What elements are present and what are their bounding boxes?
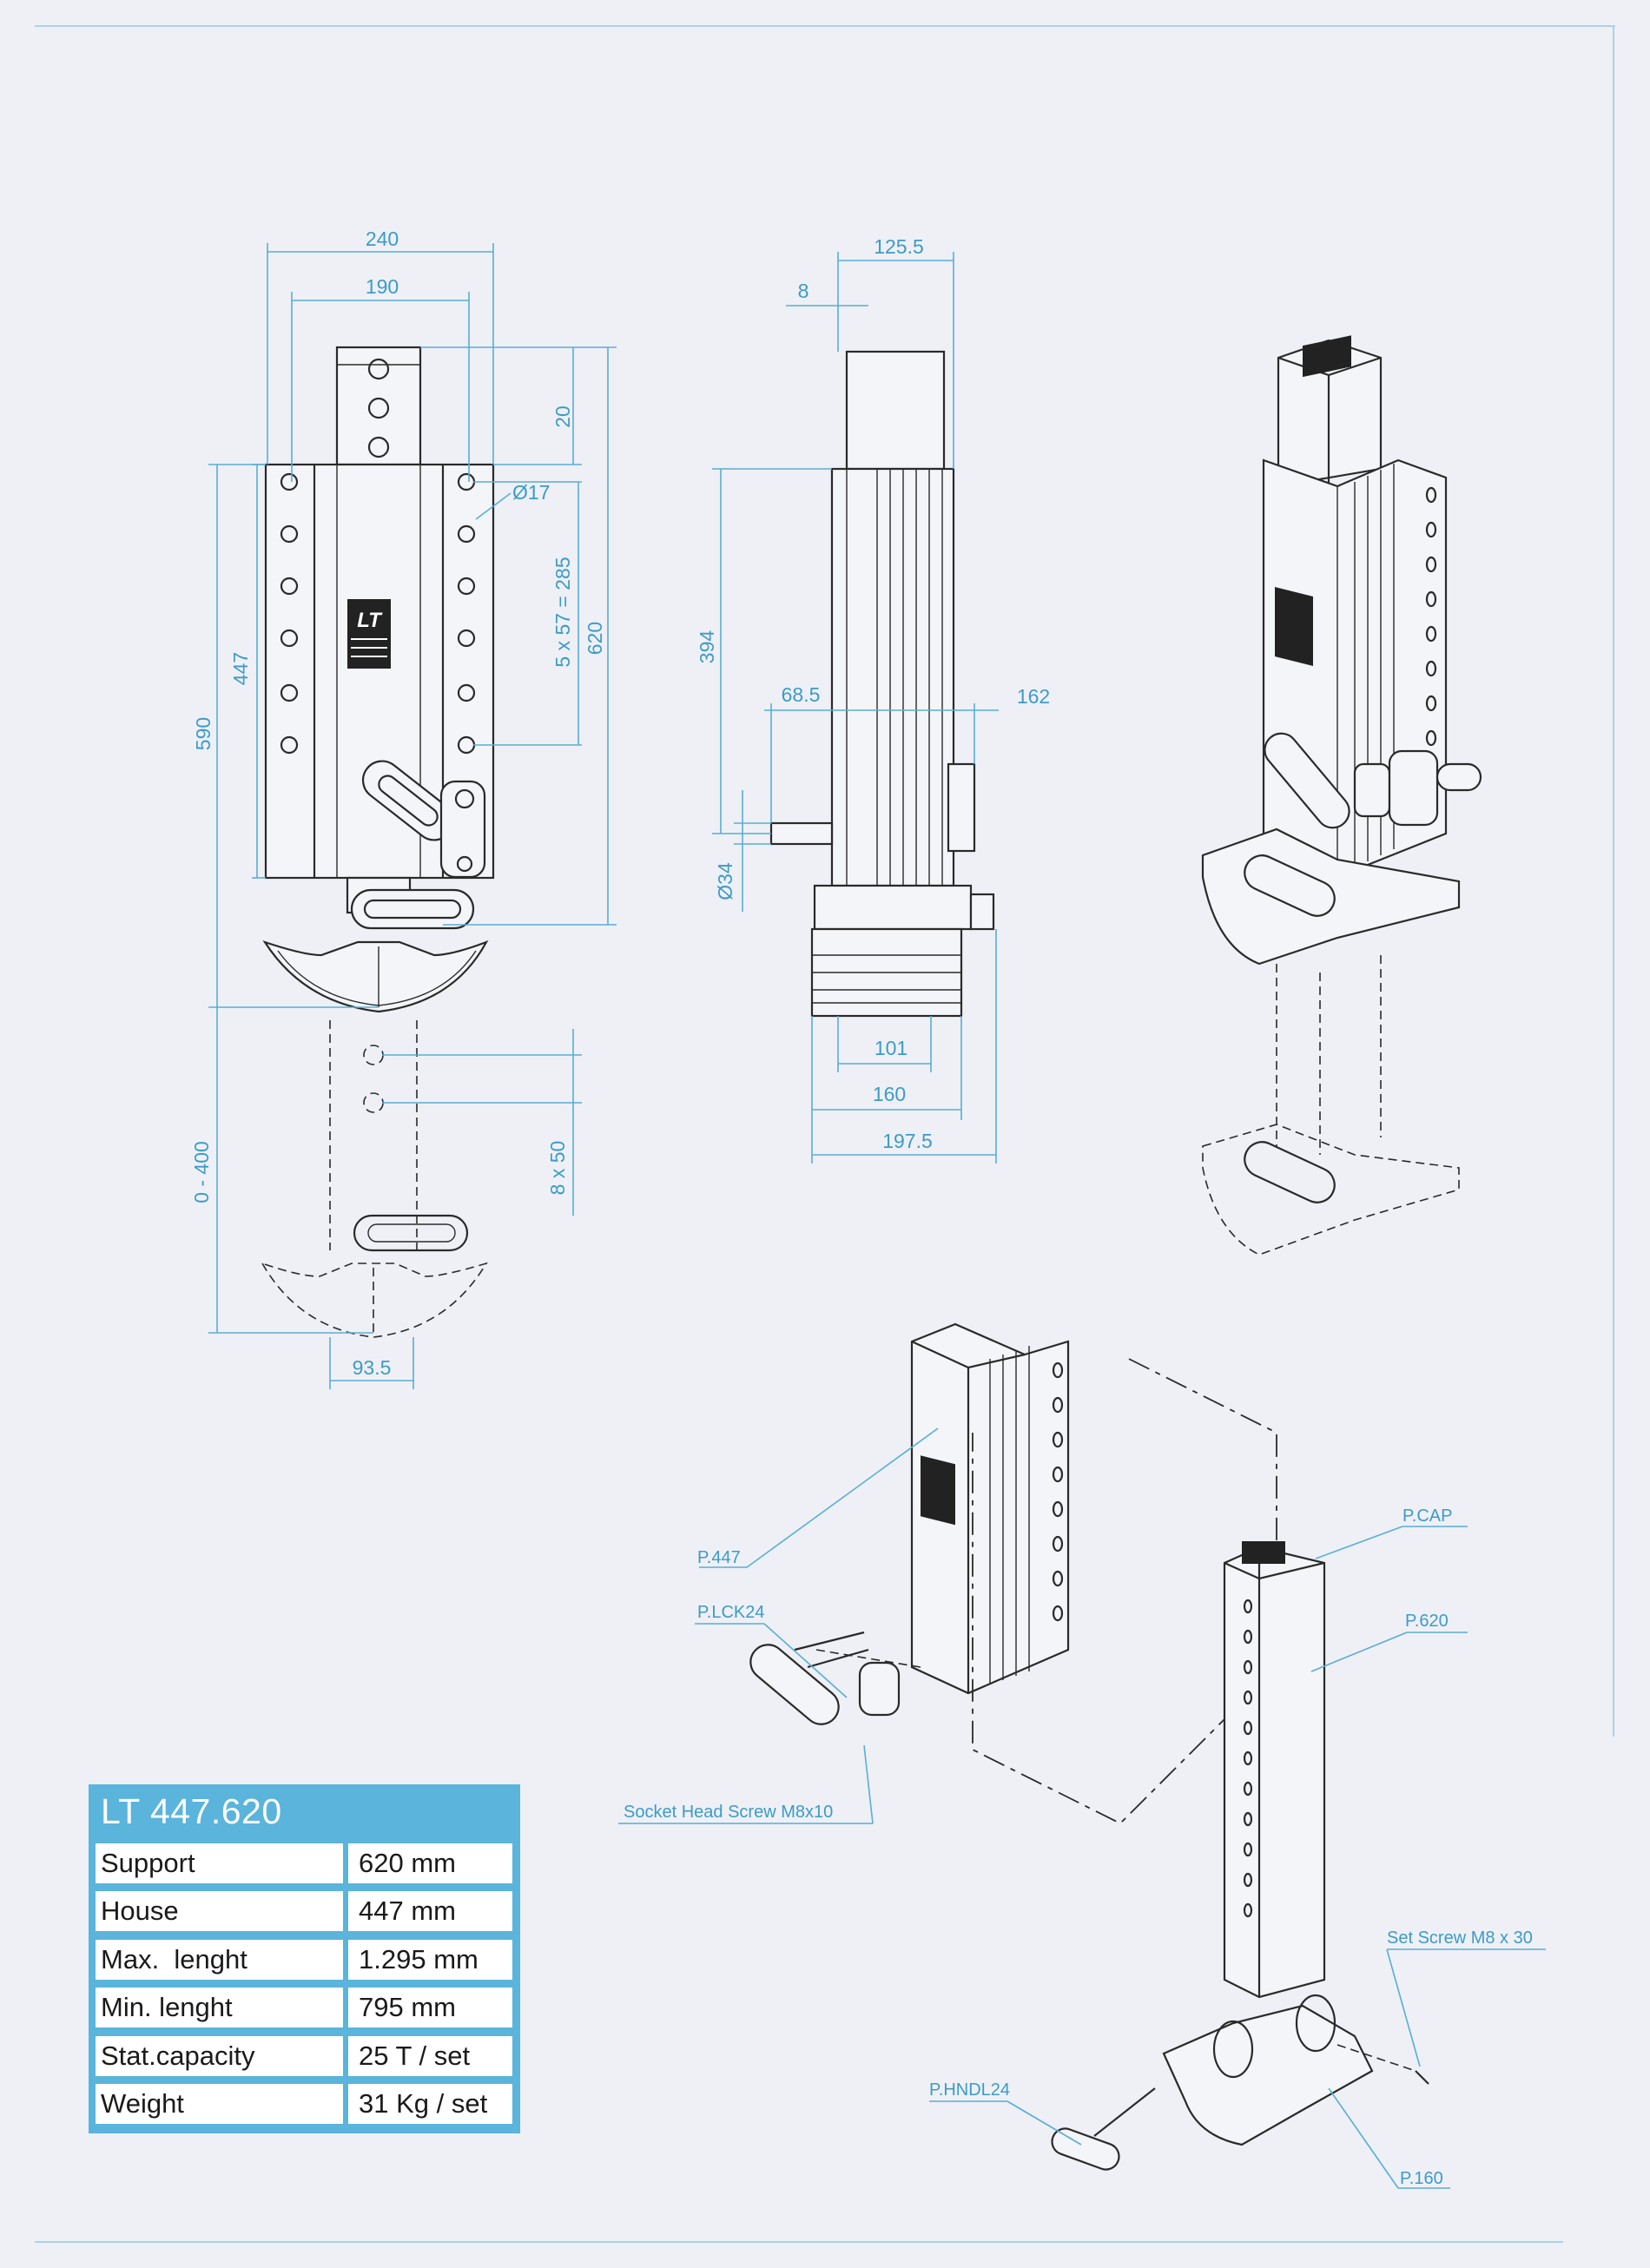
spec-row-max-length: Max. lenght 1.295 mm bbox=[96, 1940, 517, 1980]
spec-row-support: Support 620 mm bbox=[96, 1843, 517, 1883]
spec-value: 1.295 mm bbox=[348, 1940, 512, 1980]
spec-value: 795 mm bbox=[348, 1988, 512, 2027]
exploded-housing-holes bbox=[1052, 1361, 1064, 1622]
exploded-post-holes bbox=[1243, 1599, 1253, 1918]
dim-20: 20 bbox=[551, 405, 574, 428]
spec-label: Min. lenght bbox=[96, 1988, 343, 2027]
spec-row-weight: Weight 31 Kg / set bbox=[96, 2084, 517, 2124]
dim-447: 447 bbox=[229, 652, 252, 685]
dim-240: 240 bbox=[366, 227, 399, 250]
spec-row-stat-capacity: Stat.capacity 25 T / set bbox=[96, 2036, 517, 2076]
dim-190: 190 bbox=[366, 275, 399, 298]
spec-label: Max. lenght bbox=[96, 1940, 343, 1980]
isometric-view bbox=[1201, 335, 1482, 1256]
spec-value: 620 mm bbox=[348, 1843, 512, 1883]
spec-label: Support bbox=[96, 1843, 343, 1883]
front-dimensions: 240 190 20 Ø17 5 x 57 = 285 620 447 590 … bbox=[190, 227, 617, 1389]
dim-394: 394 bbox=[696, 630, 718, 664]
dim-hole-pattern: 5 x 57 = 285 bbox=[551, 557, 574, 667]
label-pcap: P.CAP bbox=[1402, 1507, 1452, 1526]
spec-value: 25 T / set bbox=[348, 2036, 512, 2076]
label-p620: P.620 bbox=[1405, 1612, 1449, 1631]
label-set-screw: Set Screw M8 x 30 bbox=[1387, 1928, 1533, 1948]
dim-8: 8 bbox=[798, 280, 809, 302]
dim-101: 101 bbox=[874, 1037, 908, 1059]
spec-value: 447 mm bbox=[348, 1891, 512, 1931]
lt-logo-front: LT bbox=[357, 609, 383, 632]
exploded-view bbox=[749, 1322, 1429, 2171]
dim-125-5: 125.5 bbox=[874, 235, 924, 258]
spec-table: LT 447.620 Support 620 mm House 447 mm M… bbox=[89, 1784, 520, 2133]
dim-68-5: 68.5 bbox=[782, 683, 821, 706]
housing-holes bbox=[280, 472, 476, 755]
dim-93-5: 93.5 bbox=[353, 1356, 392, 1379]
dim-8x50: 8 x 50 bbox=[546, 1141, 569, 1196]
dim-620: 620 bbox=[584, 622, 606, 655]
spec-label: House bbox=[96, 1891, 343, 1931]
iso-holes bbox=[1425, 486, 1437, 747]
spec-row-min-length: Min. lenght 795 mm bbox=[96, 1988, 517, 2027]
spec-table-title: LT 447.620 bbox=[101, 1791, 282, 1831]
spec-label: Weight bbox=[96, 2084, 343, 2124]
dim-dia-34: Ø34 bbox=[714, 862, 736, 900]
dim-162: 162 bbox=[1017, 685, 1050, 708]
label-p160: P.160 bbox=[1400, 2169, 1443, 2188]
label-socket-screw: Socket Head Screw M8x10 bbox=[624, 1803, 833, 1822]
side-view bbox=[769, 350, 995, 1018]
dim-197-5: 197.5 bbox=[882, 1130, 933, 1152]
spec-value: 31 Kg / set bbox=[348, 2084, 512, 2124]
sheet-border bbox=[35, 25, 1615, 2243]
spec-row-house: House 447 mm bbox=[96, 1891, 517, 1931]
front-view: LT bbox=[261, 346, 495, 1338]
part-leaders: P.447 P.LCK24 Socket Head Screw M8x10 P.… bbox=[618, 1427, 1546, 2189]
label-p447: P.447 bbox=[697, 1548, 741, 1567]
spec-label: Stat.capacity bbox=[96, 2036, 343, 2076]
dim-0-400: 0 - 400 bbox=[190, 1141, 213, 1203]
side-dimensions: 125.5 8 394 68.5 162 Ø34 101 160 197.5 bbox=[696, 235, 1050, 1164]
label-phndl24: P.HNDL24 bbox=[929, 2080, 1010, 2100]
label-plck24: P.LCK24 bbox=[697, 1603, 764, 1622]
dim-160: 160 bbox=[873, 1083, 906, 1105]
dim-590: 590 bbox=[192, 717, 214, 750]
dim-dia-17: Ø17 bbox=[512, 481, 550, 504]
